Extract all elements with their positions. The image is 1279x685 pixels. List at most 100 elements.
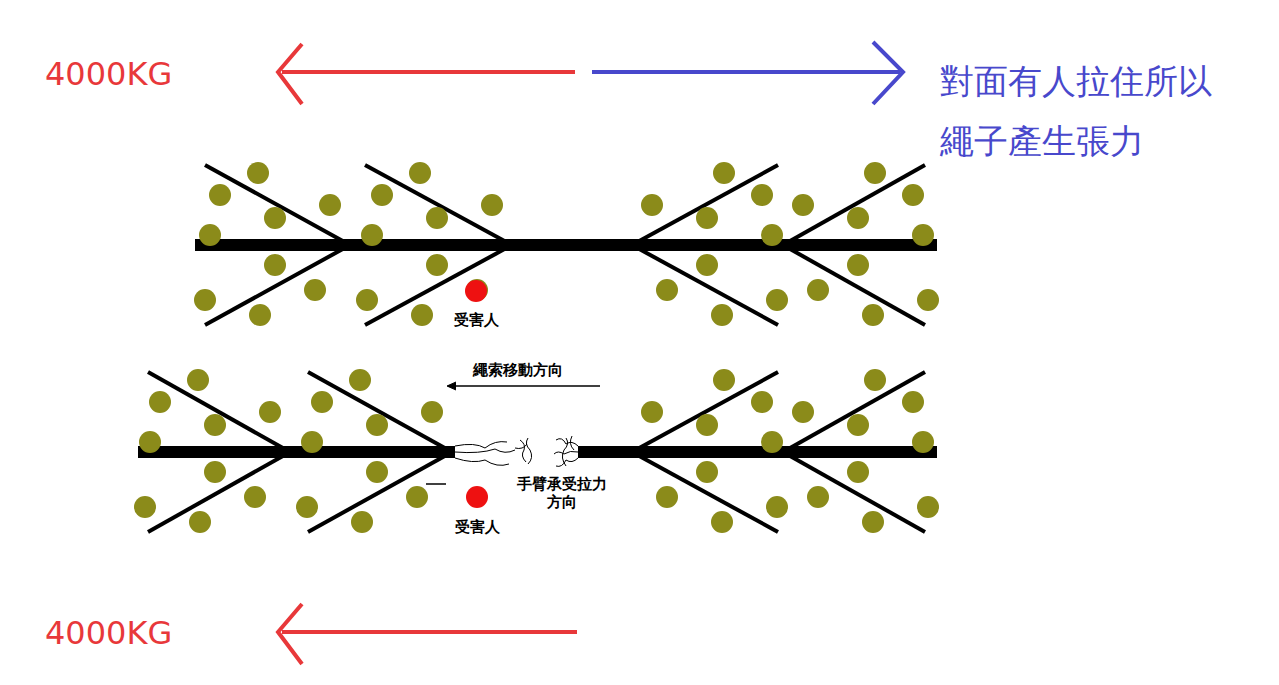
person-dot: [696, 461, 718, 483]
top-arrows: [278, 42, 903, 104]
ropes: [138, 245, 937, 466]
person-dot: [751, 184, 773, 206]
chevron-line: [632, 452, 778, 532]
person-dot: [761, 431, 783, 453]
person-dot: [139, 431, 161, 453]
chevron-line: [632, 245, 778, 325]
person-dot: [426, 207, 448, 229]
person-dot: [301, 431, 323, 453]
person-dot: [713, 162, 735, 184]
person-dot: [366, 461, 388, 483]
person-dot: [696, 254, 718, 276]
person-dot: [917, 289, 939, 311]
person-dot: [917, 496, 939, 518]
person-dot: [711, 304, 733, 326]
person-dot: [351, 511, 373, 533]
person-dot: [244, 486, 266, 508]
chevron-line: [205, 165, 350, 245]
person-dot: [209, 184, 231, 206]
person-dot: [864, 369, 886, 391]
person-dot: [862, 511, 884, 533]
chevron-line: [148, 452, 290, 532]
person-dot: [264, 254, 286, 276]
person-dot: [862, 304, 884, 326]
person-dot: [761, 224, 783, 246]
person-dot: [696, 207, 718, 229]
person-dot: [766, 289, 788, 311]
person-dot: [766, 496, 788, 518]
person-dot: [912, 431, 934, 453]
person-dot: [807, 279, 829, 301]
person-dot: [406, 486, 428, 508]
person-dot: [356, 289, 378, 311]
person-dot: [641, 401, 663, 423]
person-dot: [189, 511, 211, 533]
person-dot: [481, 194, 503, 216]
person-dot: [912, 224, 934, 246]
person-dot: [421, 401, 443, 423]
person-dot: [204, 414, 226, 436]
person-dot: [366, 414, 388, 436]
person-dot: [751, 391, 773, 413]
person-dot: [199, 224, 221, 246]
person-dot: [149, 391, 171, 413]
person-dot: [247, 162, 269, 184]
chevron-line: [783, 372, 925, 452]
person-dot: [349, 369, 371, 391]
chevron-line: [148, 372, 290, 452]
chevron-line: [783, 452, 925, 532]
arm-force-label: 手臂承受拉力 方向: [513, 475, 611, 511]
person-dot: [807, 486, 829, 508]
puller-groups: [134, 162, 939, 533]
person-dot: [847, 414, 869, 436]
person-dot: [466, 279, 488, 301]
person-dot: [194, 289, 216, 311]
force-label: 4000KG: [45, 55, 172, 93]
chevron-line: [205, 245, 350, 325]
chevron-line: [308, 372, 452, 452]
person-dot: [134, 496, 156, 518]
person-dot: [296, 496, 318, 518]
person-dot: [304, 279, 326, 301]
force-label: 4000KG: [45, 614, 172, 652]
person-dot: [656, 279, 678, 301]
person-dot: [792, 194, 814, 216]
person-dot: [411, 304, 433, 326]
person-dot: [711, 511, 733, 533]
bottom-arrow: [278, 604, 577, 664]
chevron-line: [632, 372, 778, 452]
person-dot: [264, 207, 286, 229]
person-dot: [696, 414, 718, 436]
person-dot: [713, 369, 735, 391]
person-dot: [656, 486, 678, 508]
person-dot: [847, 254, 869, 276]
person-dot: [902, 391, 924, 413]
person-dot: [641, 194, 663, 216]
chevron-line: [783, 245, 925, 325]
direction-marks: [426, 382, 600, 484]
chevron-line: [308, 452, 452, 532]
victim-label: 受害人: [454, 311, 499, 329]
rope-direction-label: 繩索移動方向: [473, 361, 563, 379]
victim-label: 受害人: [455, 518, 500, 536]
person-dot: [426, 254, 448, 276]
person-dot: [847, 461, 869, 483]
person-dot: [371, 184, 393, 206]
person-dot: [249, 304, 271, 326]
person-dot: [902, 184, 924, 206]
chevron-line: [632, 165, 778, 245]
chevron-line: [783, 165, 925, 245]
person-dot: [259, 401, 281, 423]
person-dot: [311, 391, 333, 413]
person-dot: [187, 369, 209, 391]
chevron-line: [365, 165, 512, 245]
person-dot: [864, 162, 886, 184]
person-dot: [792, 401, 814, 423]
person-dot: [409, 162, 431, 184]
person-dot: [847, 207, 869, 229]
person-dot: [204, 461, 226, 483]
person-dot: [319, 194, 341, 216]
person-dot: [361, 224, 383, 246]
tension-note: 對面有人拉住所以 繩子產生張力: [940, 52, 1229, 171]
